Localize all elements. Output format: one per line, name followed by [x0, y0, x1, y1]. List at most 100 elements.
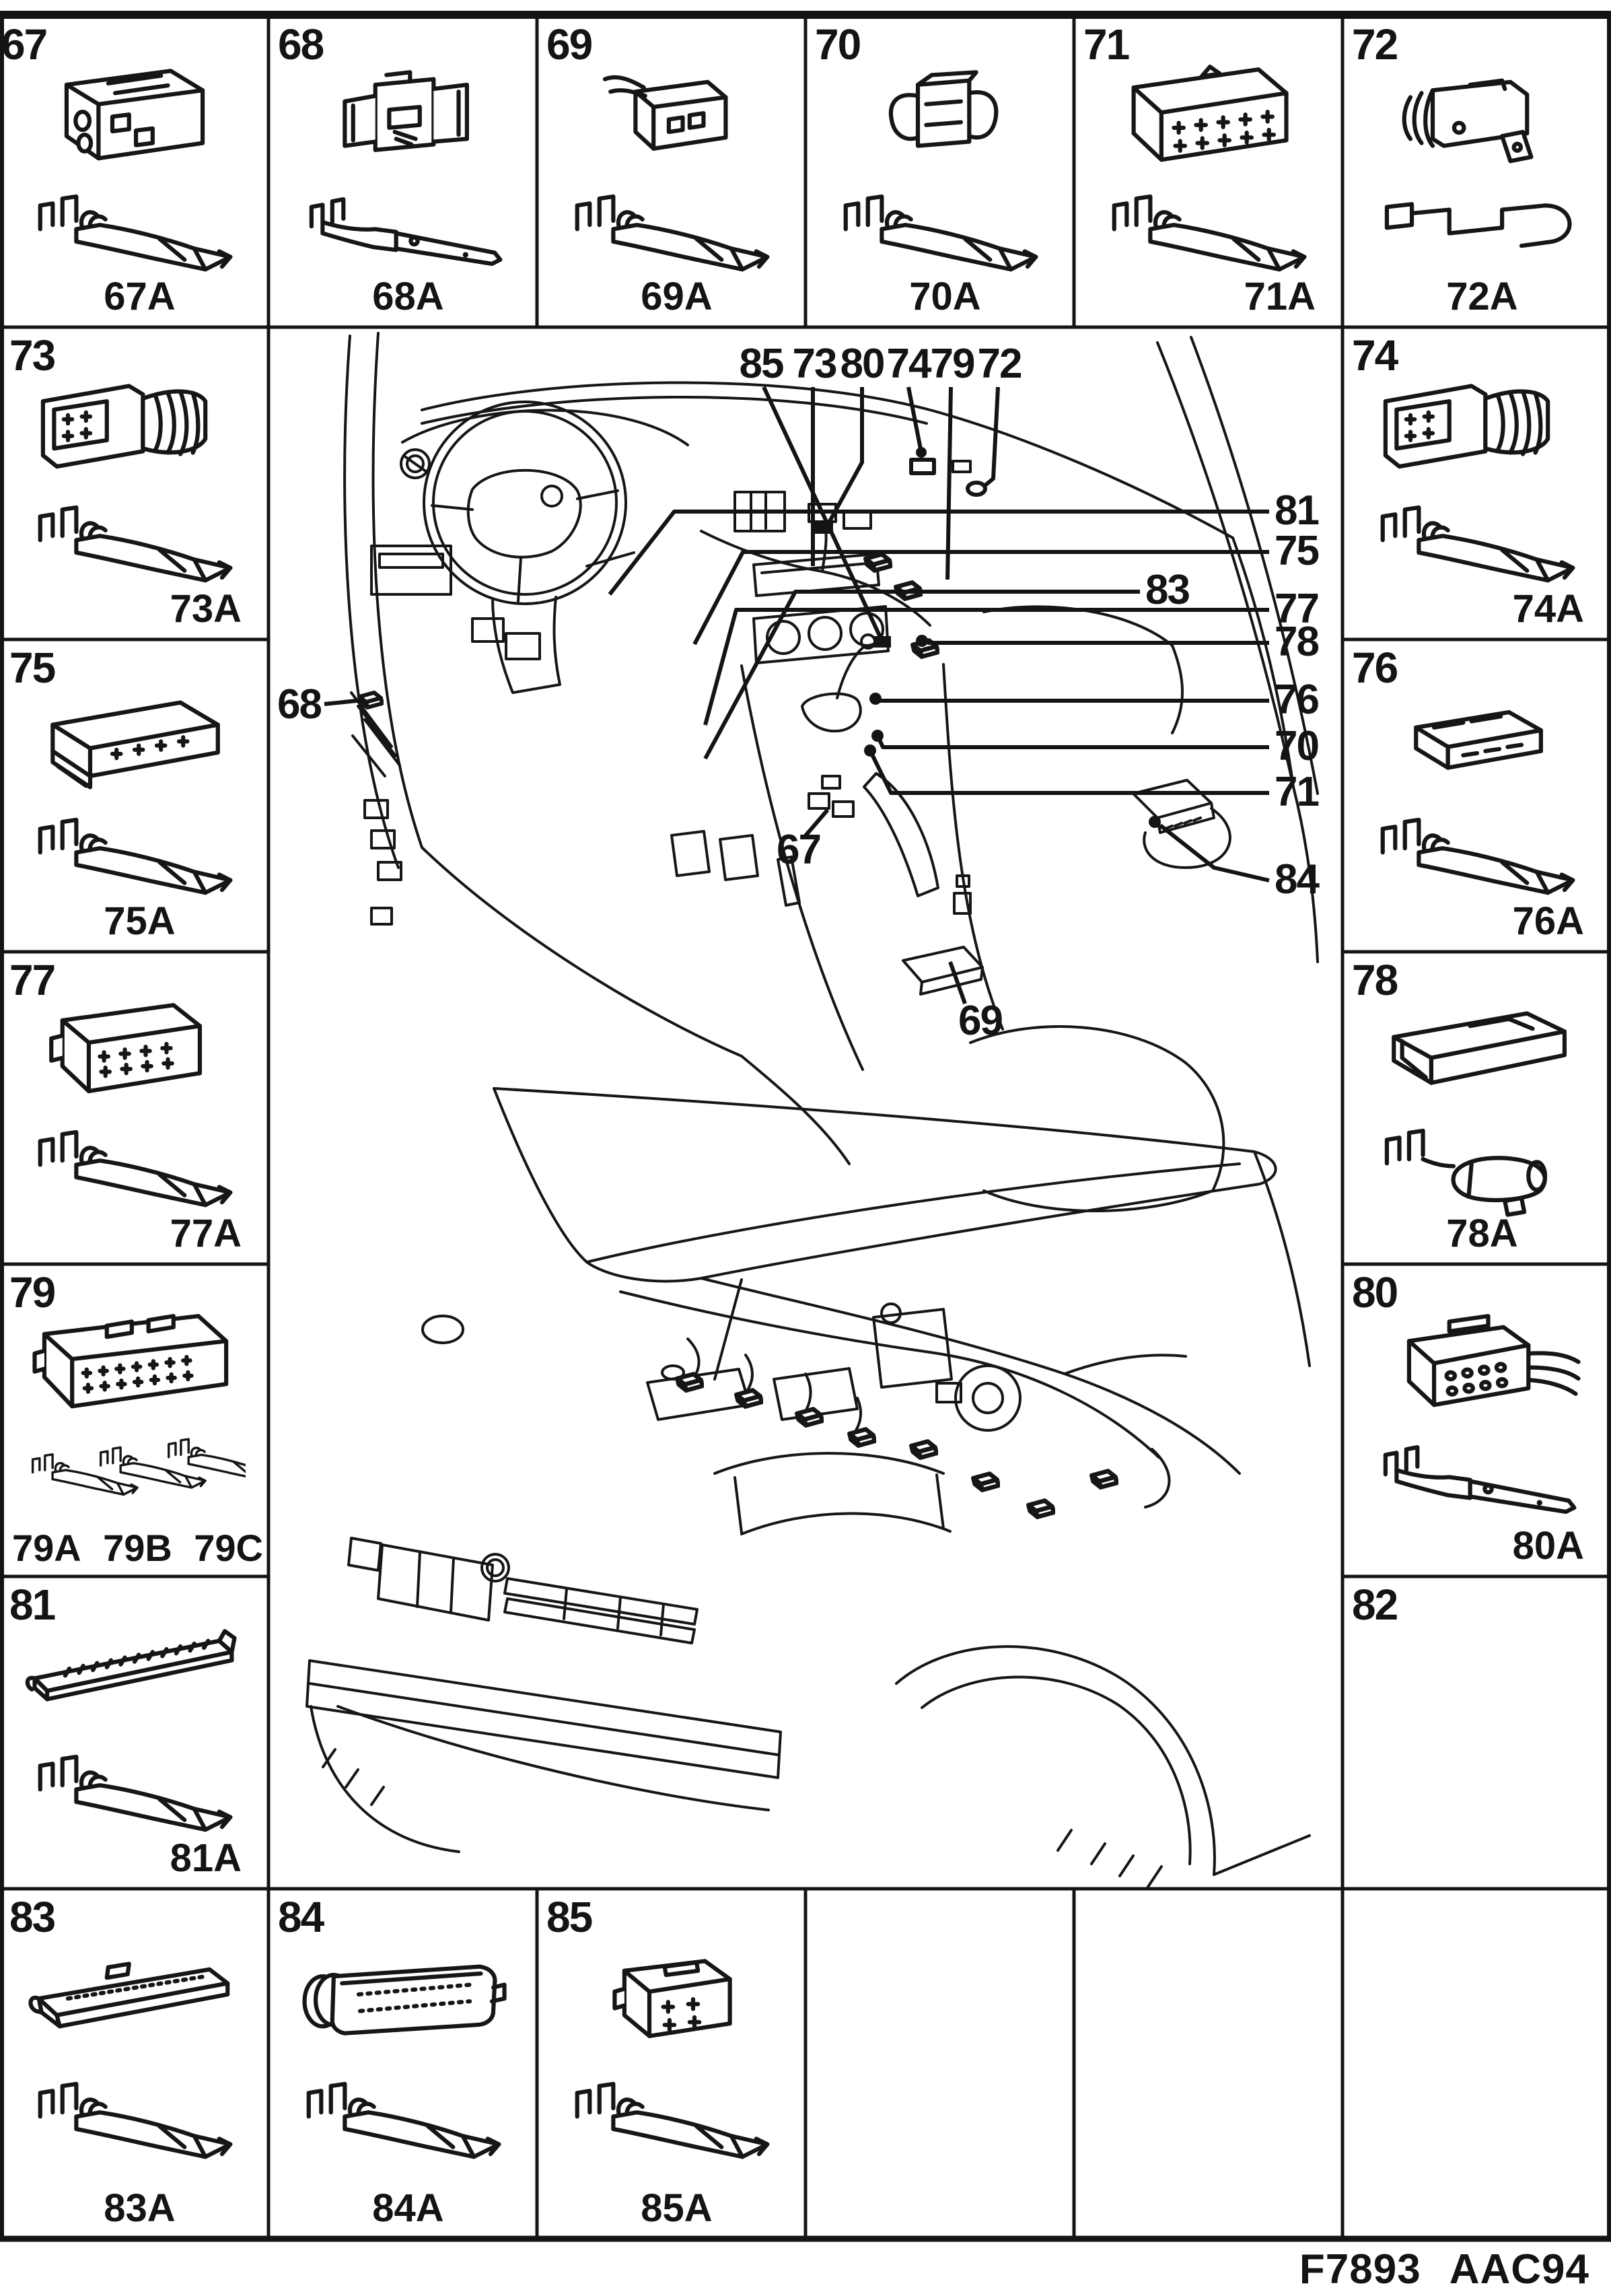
- car-front-illustration: [306, 1087, 1311, 1888]
- figure-code-right: AAC94: [1449, 2246, 1589, 2293]
- connector-84-drawing: [292, 1945, 514, 2181]
- connector-71-drawing: [1098, 58, 1320, 293]
- terminal-label: 68A: [372, 275, 444, 318]
- connector-81-drawing: [24, 1618, 246, 1854]
- connector-78-drawing: [1366, 994, 1588, 1229]
- part-number-label: 77: [9, 956, 56, 1004]
- terminal-77a-drawing: [40, 1132, 230, 1205]
- terminal-85a-drawing: [577, 2084, 767, 2157]
- callout-67: 67: [777, 827, 820, 873]
- part-cell-81: 81 81A: [0, 1576, 268, 1889]
- terminal-72a-drawing: [1386, 204, 1569, 246]
- part-cell-77: 77 77A: [0, 952, 268, 1264]
- part-number-label: 72: [1352, 20, 1398, 69]
- callout-79: 79: [931, 341, 974, 387]
- terminal-label: 77A: [170, 1212, 242, 1255]
- terminal-label: 72A: [1446, 275, 1518, 318]
- terminal-73a-drawing: [40, 508, 230, 580]
- terminal-74a-drawing: [1382, 508, 1573, 580]
- callout-84: 84: [1275, 856, 1320, 903]
- part-number-label: 71: [1083, 20, 1130, 69]
- terminal-label: 81A: [170, 1836, 242, 1880]
- connector-83-drawing: [24, 1945, 246, 2181]
- terminal-label: 80A: [1512, 1524, 1584, 1568]
- part-cell-72: 72 72A: [1342, 16, 1611, 327]
- part-number-label: 78: [1352, 956, 1398, 1004]
- dashboard-illustration: [343, 332, 1319, 1212]
- empty-cell: [1342, 1889, 1611, 2239]
- connector-80-drawing: [1366, 1306, 1588, 1541]
- connector-79-drawing: [31, 1306, 246, 1496]
- terminal-81a-drawing: [40, 1757, 230, 1830]
- terminal-label: 73A: [170, 587, 242, 631]
- part-number-label: 68: [278, 20, 324, 69]
- terminal-label: 79A: [12, 1527, 81, 1569]
- part-number-label: 75: [9, 643, 56, 692]
- terminal-labels-row: 79A 79B 79C: [12, 1526, 263, 1570]
- connector-77-drawing: [24, 994, 246, 1229]
- terminal-68a-drawing: [311, 199, 500, 264]
- callout-77: 77: [1275, 586, 1318, 632]
- terminal-70a-drawing: [845, 197, 1036, 269]
- terminal-label: 69A: [641, 275, 713, 318]
- connector-85-drawing: [561, 1945, 783, 2181]
- part-number-label: 81: [9, 1580, 56, 1629]
- callout-81: 81: [1275, 487, 1318, 534]
- part-cell-70: 70 70A: [806, 16, 1074, 327]
- part-cell-74: 74 74A: [1342, 327, 1611, 639]
- terminal-label: 75A: [104, 899, 176, 943]
- terminal-67a-drawing: [40, 197, 230, 269]
- figure-code: F7893 AAC94: [1299, 2246, 1589, 2293]
- part-cell-67: 67 67A: [0, 16, 268, 327]
- part-cell-78: 78 78A: [1342, 952, 1611, 1264]
- part-cell-75: 75 75A: [0, 639, 268, 952]
- terminal-71a-drawing: [1114, 197, 1304, 269]
- terminal-label: 79C: [194, 1527, 263, 1569]
- part-number-label: 83: [9, 1893, 56, 1941]
- part-cell-68: 68 68A: [268, 16, 537, 327]
- part-number-label: 84: [278, 1893, 324, 1941]
- callout-78: 78: [1275, 619, 1318, 665]
- part-number-label: 76: [1352, 643, 1398, 692]
- part-number-label: 74: [1352, 331, 1398, 380]
- part-cell-69: 69 69A: [537, 16, 806, 327]
- part-number-label: 80: [1352, 1268, 1398, 1317]
- terminal-label: 83A: [104, 2186, 176, 2230]
- callout-76: 76: [1275, 676, 1318, 723]
- terminal-label: 71A: [1244, 275, 1316, 318]
- part-cell-82: 82: [1342, 1576, 1611, 1889]
- terminal-69a-drawing: [577, 197, 767, 269]
- terminal-76a-drawing: [1382, 820, 1573, 893]
- part-cell-76: 76 76A: [1342, 639, 1611, 952]
- terminal-label: 85A: [641, 2186, 713, 2230]
- connector-68-drawing: [292, 58, 514, 293]
- connector-76-drawing: [1366, 681, 1588, 917]
- connector-70-drawing: [829, 58, 1051, 293]
- part-cell-84: 84 84A: [268, 1889, 537, 2239]
- part-number-label: 82: [1352, 1580, 1398, 1629]
- terminal-label: 79B: [103, 1527, 172, 1569]
- callout-74: 74: [887, 341, 932, 387]
- callout-83: 83: [1145, 567, 1189, 613]
- part-cell-85: 85 85A: [537, 1889, 806, 2239]
- callout-70: 70: [1275, 723, 1318, 769]
- terminal-label: 84A: [372, 2186, 444, 2230]
- part-number-label: 73: [9, 331, 56, 380]
- connector-69-drawing: [561, 58, 783, 293]
- part-cell-79: 79 79A 79B 79C: [0, 1264, 268, 1576]
- terminal-label: 76A: [1512, 899, 1584, 943]
- callout-85: 85: [740, 341, 783, 387]
- callout-80: 80: [840, 341, 884, 387]
- part-cell-73: 73 73A: [0, 327, 268, 639]
- callout-75: 75: [1275, 528, 1318, 574]
- connector-72-drawing: [1366, 58, 1588, 293]
- callout-68: 68: [277, 681, 321, 728]
- connector-75-drawing: [24, 681, 246, 917]
- terminal-75a-drawing: [40, 820, 230, 893]
- part-cell-71: 71 71A: [1074, 16, 1342, 327]
- terminal-label: 70A: [909, 275, 981, 318]
- empty-cell: [806, 1889, 1074, 2239]
- part-cell-80: 80 80A: [1342, 1264, 1611, 1576]
- connector-74-drawing: [1366, 369, 1588, 604]
